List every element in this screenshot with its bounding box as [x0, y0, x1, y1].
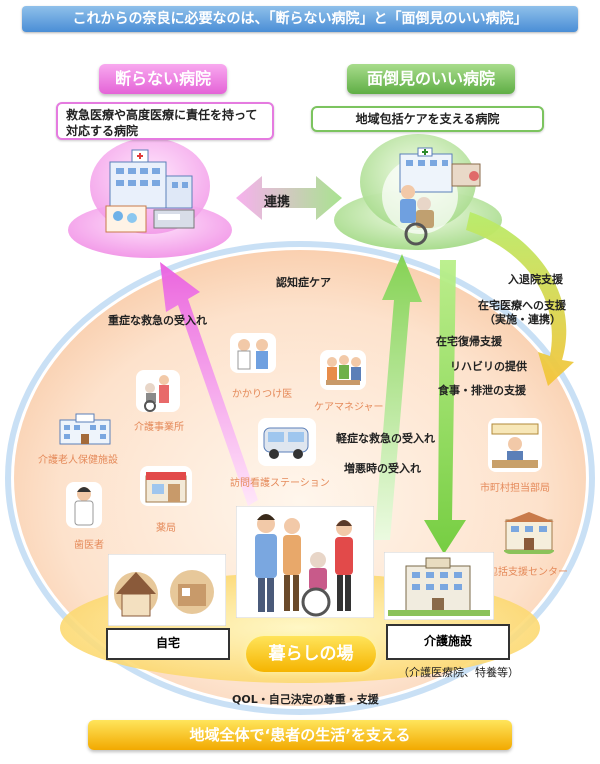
- home-illustration: [108, 554, 226, 626]
- support-center-label: 地域包括支援センター: [468, 567, 568, 578]
- discharge-support-label: 入退院支援: [508, 273, 563, 286]
- municipal-dept-label: 市町村担当部局: [480, 483, 550, 494]
- mild-emergency-label: 軽症な救急の受入れ: [336, 432, 435, 445]
- home-return-label: 在宅復帰支援: [436, 335, 502, 348]
- left-hospital-title: 断らない病院: [99, 64, 227, 94]
- support-center-illustration: [504, 512, 554, 554]
- living-place-badge: 暮らしの場: [246, 636, 376, 672]
- family-illustration: [236, 506, 374, 618]
- dentist-label: 歯医者: [74, 540, 104, 551]
- worsening-label: 増悪時の受入れ: [344, 462, 421, 475]
- visiting-nurse-label: 訪問看護ステーション: [230, 478, 330, 489]
- care-facility-box: 介護施設: [386, 624, 510, 660]
- rehab-label: リハビリの提供: [450, 360, 527, 373]
- acute-hospital-illustration: [105, 149, 195, 233]
- care-manager-label: ケアマネジャー: [314, 402, 384, 413]
- care-office-label: 介護事業所: [134, 422, 184, 433]
- care-office-illustration: [136, 370, 180, 412]
- care-facility-illustration: [384, 552, 494, 620]
- dentist-illustration: [66, 482, 102, 528]
- top-banner: これからの奈良に必要なのは、「断らない病院」と「面倒見のいい病院」: [22, 6, 578, 32]
- elderly-facility-label: 介護老人保健施設: [38, 455, 118, 466]
- care-manager-illustration: [320, 350, 366, 390]
- home-care-support-label: 在宅医療への支援: [478, 299, 566, 312]
- link-label: 連携: [264, 195, 291, 210]
- meals-support-label: 食事・排泄の支援: [438, 384, 526, 397]
- dementia-care-label: 認知症ケア: [276, 276, 331, 289]
- footer-banner: 地域全体で‘患者の生活’を支える: [88, 720, 512, 750]
- family-doctor-label: かかりつけ医: [232, 389, 293, 400]
- municipal-dept-illustration: [488, 418, 542, 472]
- home-box: 自宅: [106, 628, 230, 660]
- family-doctor-illustration: [230, 333, 276, 373]
- right-hospital-title: 面倒見のいい病院: [347, 64, 515, 94]
- care-facility-note: （介護医療院、特養等）: [398, 666, 519, 679]
- elderly-facility-illustration: [59, 413, 111, 445]
- pharmacy-illustration: [140, 466, 192, 506]
- left-hospital-description: 救急医療や高度医療に責任を持って対応する病院: [56, 102, 274, 140]
- home-care-support-sub-label: （実施・連携）: [484, 313, 561, 326]
- qol-label: QOL・自己決定の尊重・支援: [232, 693, 379, 706]
- pharmacy-label: 薬局: [156, 523, 176, 534]
- community-hospital-illustration: [382, 147, 481, 246]
- visiting-nurse-illustration: [258, 418, 316, 466]
- right-hospital-description: 地域包括ケアを支える病院: [311, 106, 544, 132]
- severe-emergency-label: 重症な救急の受入れ: [108, 314, 207, 327]
